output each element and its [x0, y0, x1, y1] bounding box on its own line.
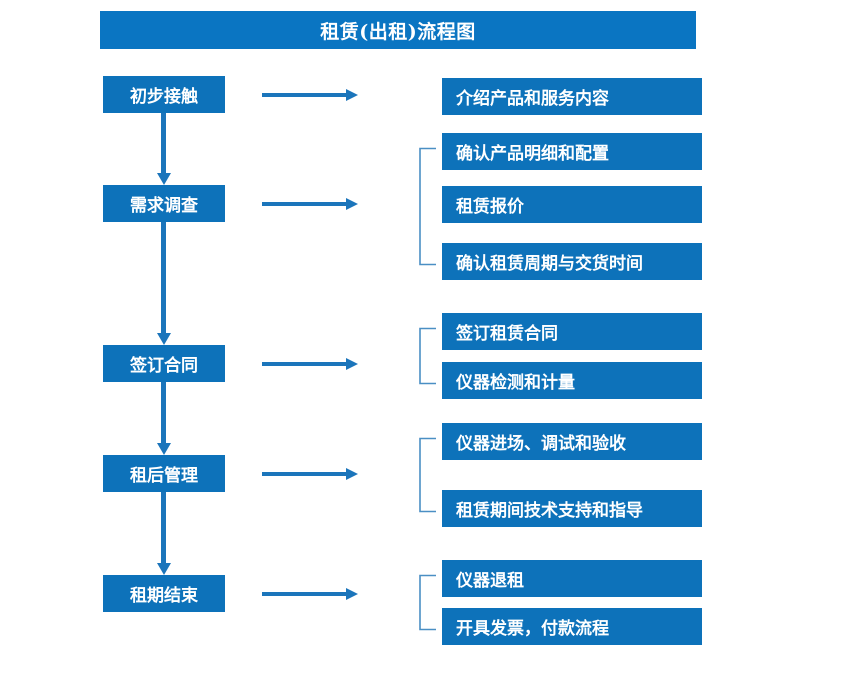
stage-label: 租期结束: [130, 586, 198, 606]
stage-box-3[interactable]: 签订合同: [103, 345, 225, 382]
detail-label: 仪器退租: [456, 571, 524, 591]
stage-box-1[interactable]: 初步接触: [103, 76, 225, 113]
detail-label: 签订租赁合同: [456, 324, 558, 344]
down-arrow-icon: [155, 492, 173, 575]
group-bracket-icon: [419, 327, 437, 385]
detail-box-4-2[interactable]: 租赁期间技术支持和指导: [442, 490, 702, 527]
detail-label: 租赁报价: [456, 197, 524, 217]
right-arrow-icon: [262, 87, 358, 103]
detail-label: 开具发票，付款流程: [456, 619, 609, 639]
page-title: 租赁(出租)流程图: [320, 20, 476, 43]
detail-box-3-1[interactable]: 签订租赁合同: [442, 313, 702, 350]
detail-label: 介绍产品和服务内容: [456, 89, 609, 109]
stage-label: 需求调查: [130, 196, 198, 216]
group-bracket-icon: [419, 574, 437, 631]
detail-box-5-1[interactable]: 仪器退租: [442, 560, 702, 597]
stage-box-5[interactable]: 租期结束: [103, 575, 225, 612]
detail-label: 租赁期间技术支持和指导: [456, 501, 643, 521]
detail-box-5-2[interactable]: 开具发票，付款流程: [442, 608, 702, 645]
page-title-banner: 租赁(出租)流程图: [100, 11, 696, 49]
detail-label: 确认产品明细和配置: [456, 144, 609, 164]
right-arrow-icon: [262, 196, 358, 212]
detail-label: 仪器检测和计量: [456, 373, 575, 393]
stage-label: 租后管理: [130, 466, 198, 486]
detail-box-2-1[interactable]: 确认产品明细和配置: [442, 133, 702, 170]
detail-box-1-1[interactable]: 介绍产品和服务内容: [442, 78, 702, 115]
down-arrow-icon: [155, 382, 173, 455]
group-bracket-icon: [419, 147, 437, 266]
stage-label: 签订合同: [130, 356, 198, 376]
stage-label: 初步接触: [130, 87, 198, 107]
detail-label: 仪器进场、调试和验收: [456, 434, 626, 454]
detail-box-2-2[interactable]: 租赁报价: [442, 186, 702, 223]
group-bracket-icon: [419, 437, 437, 513]
detail-box-2-3[interactable]: 确认租赁周期与交货时间: [442, 243, 702, 280]
down-arrow-icon: [155, 222, 173, 345]
detail-box-3-2[interactable]: 仪器检测和计量: [442, 362, 702, 399]
stage-box-2[interactable]: 需求调查: [103, 185, 225, 222]
stage-box-4[interactable]: 租后管理: [103, 455, 225, 492]
right-arrow-icon: [262, 356, 358, 372]
right-arrow-icon: [262, 586, 358, 602]
detail-box-4-1[interactable]: 仪器进场、调试和验收: [442, 423, 702, 460]
detail-label: 确认租赁周期与交货时间: [456, 254, 643, 274]
right-arrow-icon: [262, 466, 358, 482]
down-arrow-icon: [155, 113, 173, 185]
